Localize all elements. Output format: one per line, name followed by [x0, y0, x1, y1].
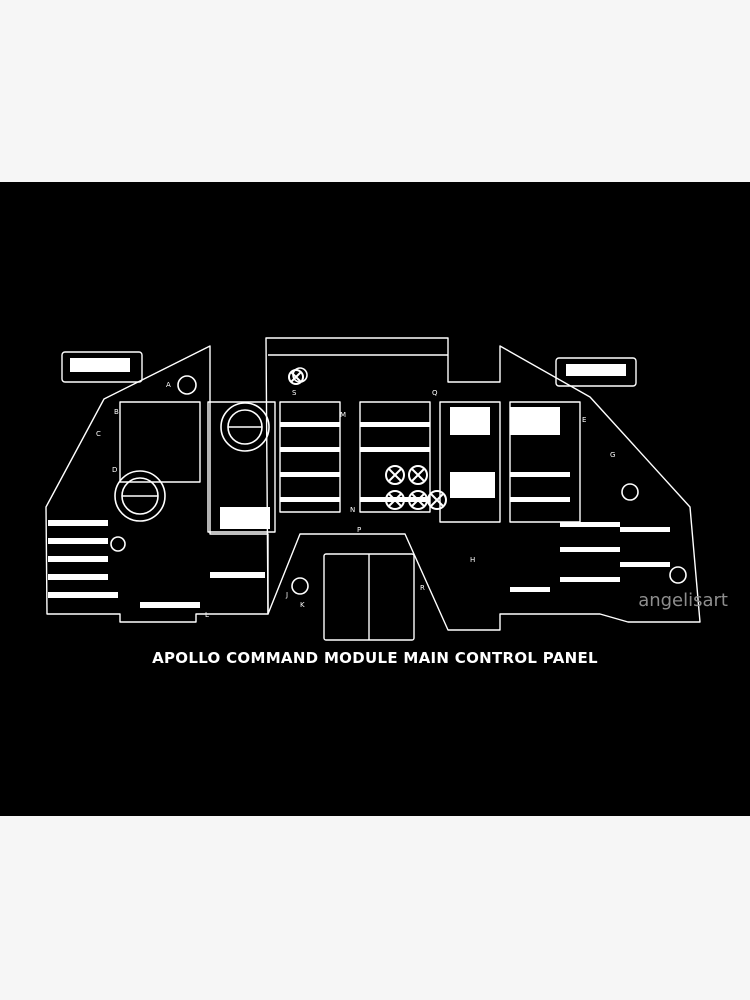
panel-label: N — [350, 506, 355, 514]
panel-outline — [45, 345, 269, 623]
panel-label: P — [357, 526, 361, 534]
panel-label: F — [234, 571, 238, 579]
panel-label: E — [582, 416, 586, 424]
bottom-margin — [0, 816, 750, 1000]
panel-label: A — [166, 381, 171, 389]
panel-label: K — [300, 601, 305, 609]
center-panel-outline — [265, 337, 701, 631]
panel-label: J — [285, 591, 288, 599]
poster-artwork-frame: A B C D E F G H J K L M N P Q R S APOLLO… — [0, 182, 750, 816]
panel-label: B — [114, 408, 119, 416]
poster-title: APOLLO COMMAND MODULE MAIN CONTROL PANEL — [152, 649, 598, 667]
panel-label: G — [610, 451, 615, 459]
panel-label: R — [420, 584, 425, 592]
panel-label: M — [340, 411, 346, 419]
panel-label: S — [292, 389, 297, 397]
attitude-indicator-center — [220, 402, 270, 452]
top-margin — [0, 0, 750, 182]
panel-label: D — [112, 466, 117, 474]
panel-label: Q — [432, 389, 438, 397]
panel-label: H — [470, 556, 475, 564]
panel-label: L — [205, 611, 209, 619]
panel-label: C — [96, 430, 101, 438]
attitude-indicator-left — [114, 470, 166, 522]
control-panel-illustration: A B C D E F G H J K L M N P Q R S — [45, 337, 701, 641]
artist-watermark: angelisart — [638, 590, 728, 611]
